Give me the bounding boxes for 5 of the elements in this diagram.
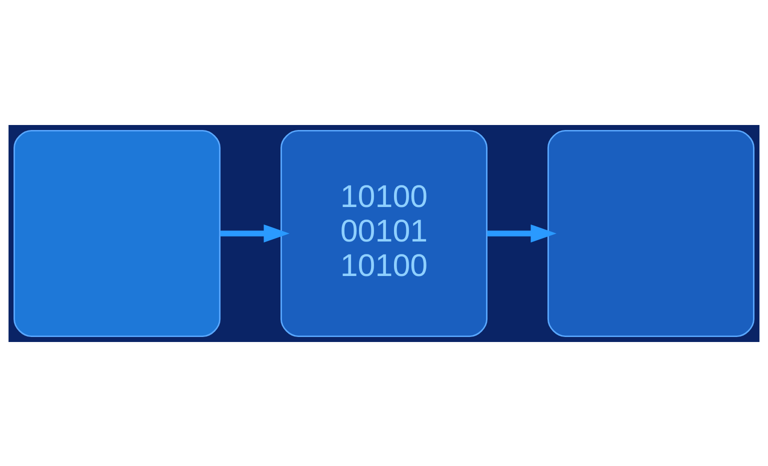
node-box: [547, 130, 754, 336]
arrow: [220, 224, 290, 242]
arrow: [487, 224, 557, 242]
node-box: 10100 00101 10100: [280, 130, 488, 336]
node-box: [14, 130, 221, 336]
